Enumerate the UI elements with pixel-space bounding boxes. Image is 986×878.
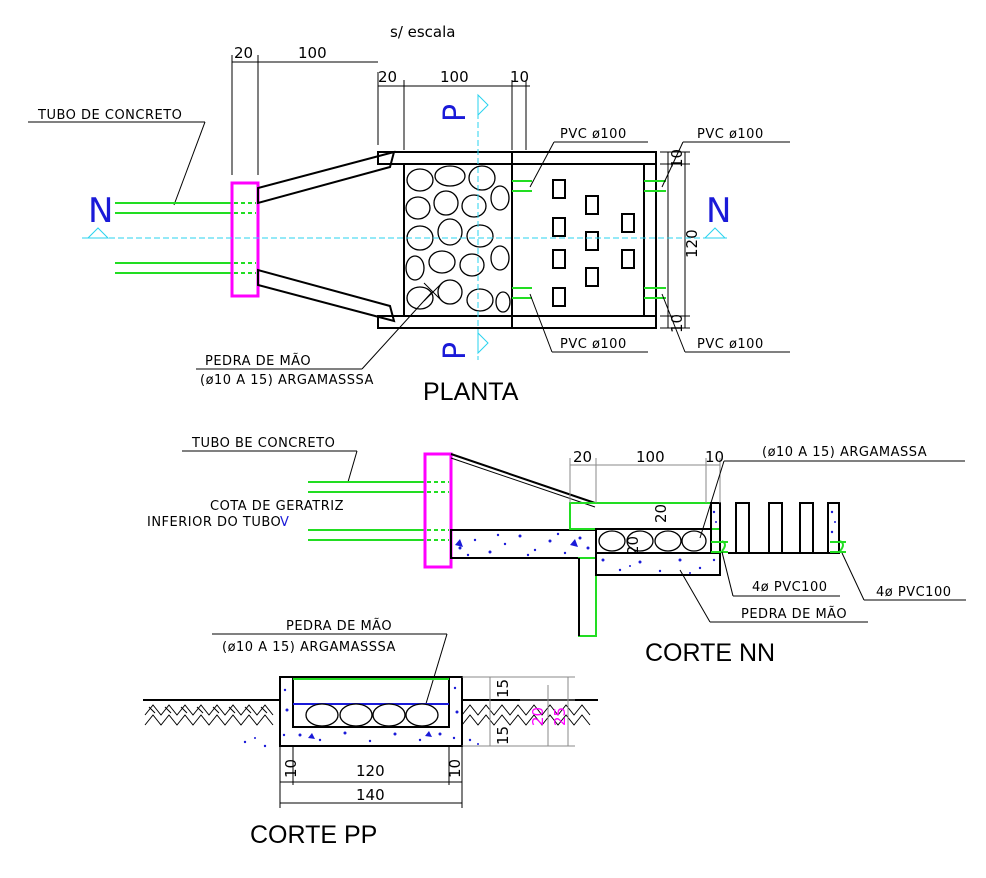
- plan-marker-p-bottom: P: [438, 342, 473, 360]
- plan-stone-label-2: (ø10 A 15) ARGAMASSSA: [200, 373, 374, 388]
- pp-dim-10a: 10: [282, 759, 300, 778]
- section-nn: TUBO BE CONCRETO COTA DE GERATRIZ INFERI…: [147, 436, 966, 667]
- nn-stone-label: PEDRA DE MÃO: [741, 606, 847, 622]
- plan-pipe-label: TUBO DE CONCRETO: [37, 108, 182, 123]
- nn-invert-label-1: COTA DE GERATRIZ: [210, 499, 344, 514]
- plan-title: PLANTA: [423, 378, 519, 406]
- pp-concrete-dots: [243, 686, 479, 748]
- pp-dim-10b: 10: [446, 759, 464, 778]
- plan-openings: [552, 179, 635, 307]
- pp-label-2: (ø10 A 15) ARGAMASSSA: [222, 640, 396, 655]
- pp-title: CORTE PP: [250, 821, 377, 849]
- plan-stone-fill: [405, 165, 511, 313]
- pp-ground-hatch-right: [461, 704, 591, 726]
- nn-invert-symbol: V: [280, 515, 289, 530]
- nn-dim-inner-20a: 20: [652, 504, 670, 523]
- pp-dim-140: 140: [356, 786, 385, 804]
- plan-dim-right-10b: 10: [668, 314, 686, 333]
- pp-dim-right-15a: 15: [494, 679, 512, 698]
- nn-base-dots: [601, 558, 716, 574]
- plan-pvc-label-2: PVC ø100: [697, 127, 764, 142]
- nn-outlet-fins: [728, 502, 840, 554]
- plan-marker-n-left: N: [88, 191, 113, 231]
- plan-dim-20a: 20: [234, 44, 253, 62]
- plan-dim-right-10a: 10: [668, 149, 686, 168]
- nn-dim-10: 10: [705, 448, 724, 466]
- nn-pipe-label: TUBO BE CONCRETO: [191, 436, 335, 451]
- nn-dim-100: 100: [636, 448, 665, 466]
- pp-ground-hatch-left: [144, 704, 274, 726]
- section-pp: PEDRA DE MÃO (ø10 A 15) ARGAMASSSA: [143, 618, 598, 849]
- pp-dim-right-15b: 15: [494, 726, 512, 745]
- nn-dim-20: 20: [573, 448, 592, 466]
- nn-mortar-label: (ø10 A 15) ARGAMASSA: [762, 445, 927, 460]
- plan-stone-label-1: PEDRA DE MÃO: [205, 353, 311, 369]
- pp-label-1: PEDRA DE MÃO: [286, 618, 392, 634]
- pp-stones: [305, 703, 439, 727]
- nn-invert-label-2: INFERIOR DO TUBO: [147, 515, 281, 530]
- pp-dim-right-25: 25: [551, 707, 569, 726]
- plan-pvc-label-3: PVC ø100: [560, 337, 627, 352]
- plan-dim-100b: 100: [440, 68, 469, 86]
- plan-dim-100a: 100: [298, 44, 327, 62]
- plan-dim-right-120: 120: [683, 229, 701, 258]
- nn-dim-inner-20b: 20: [624, 536, 642, 555]
- scale-note: s/ escala: [390, 23, 455, 41]
- nn-stones: [598, 530, 707, 552]
- nn-title: CORTE NN: [645, 639, 775, 667]
- plan-view: 20 100 20 100 10 TUBO DE CONCRETO: [28, 44, 790, 406]
- nn-pvc-label-2: 4ø PVC100: [876, 585, 951, 600]
- nn-pvc-label-1: 4ø PVC100: [752, 580, 827, 595]
- plan-marker-p-top: P: [438, 104, 473, 122]
- plan-pvc-label-1: PVC ø100: [560, 127, 627, 142]
- plan-dim-10: 10: [510, 68, 529, 86]
- plan-dim-20b: 20: [378, 68, 397, 86]
- pp-dim-right-20: 20: [529, 707, 547, 726]
- pp-dim-120: 120: [356, 762, 385, 780]
- nn-apron-dots: [455, 532, 590, 557]
- plan-pvc-label-4: PVC ø100: [697, 337, 764, 352]
- plan-marker-n-right: N: [706, 191, 731, 231]
